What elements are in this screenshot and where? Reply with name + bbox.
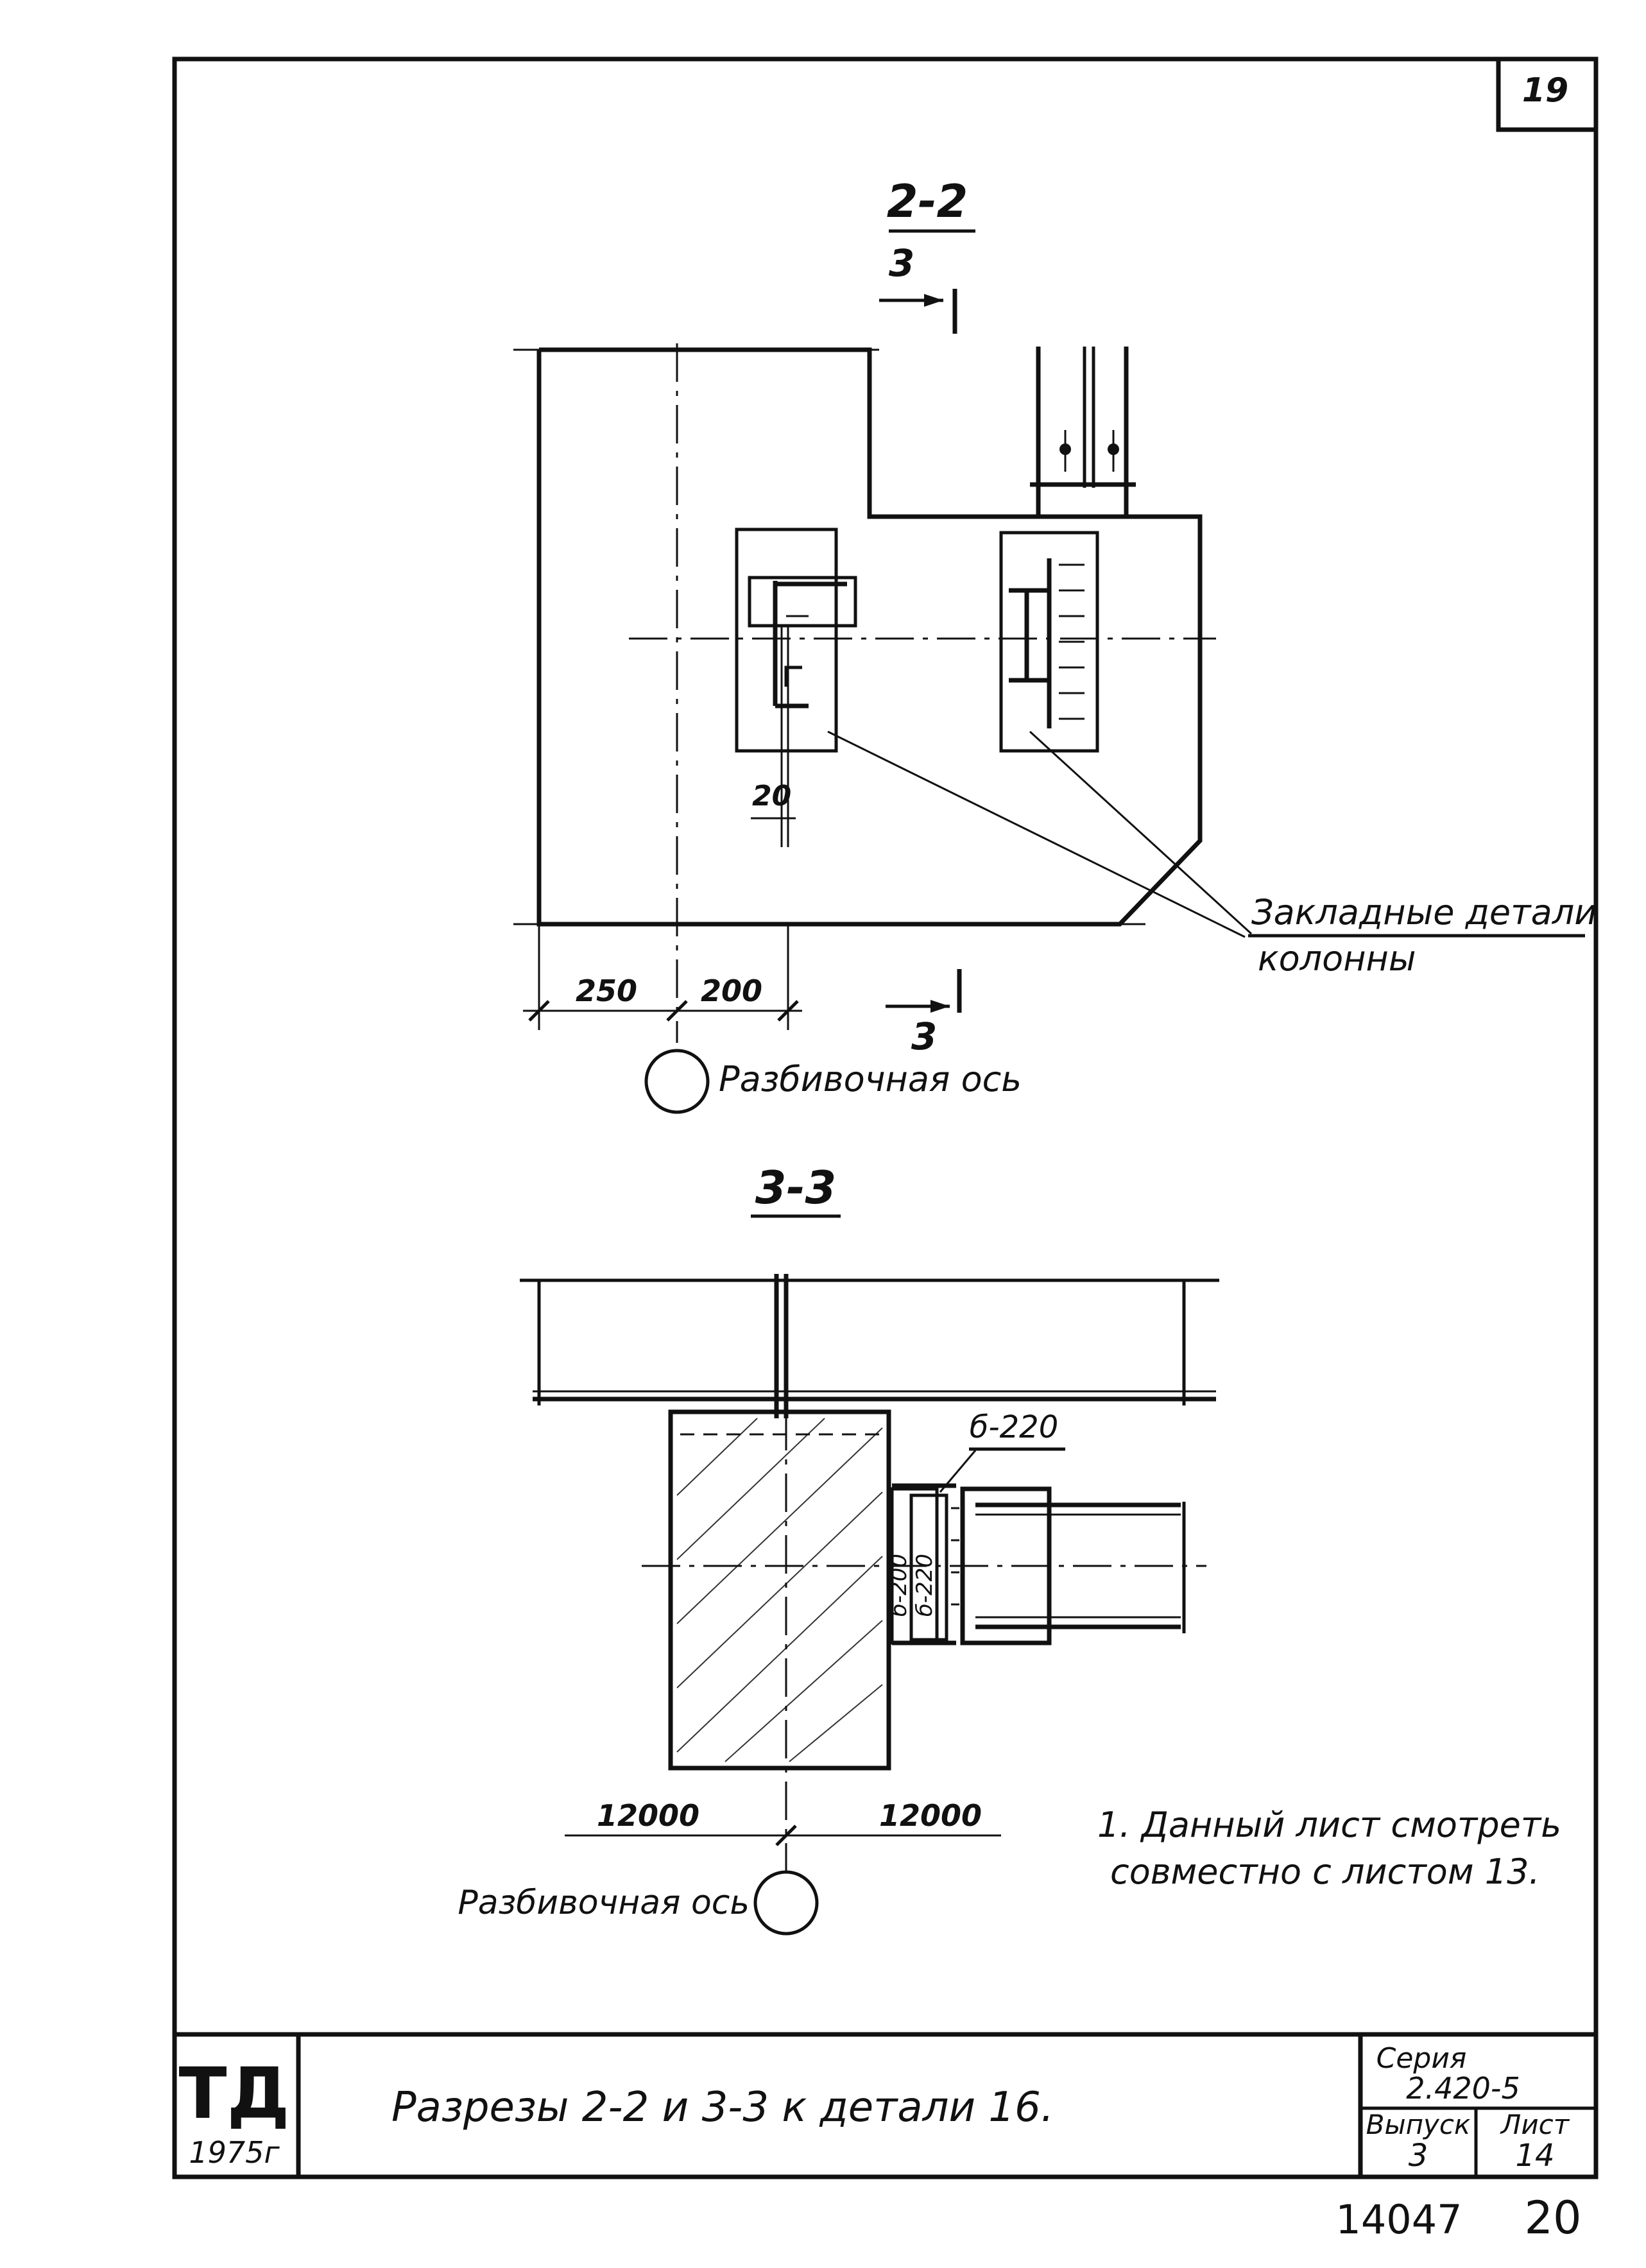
note-line-2: совместно с листом 13.: [1110, 1851, 1540, 1892]
dimension-250: 250: [576, 974, 637, 1008]
sheet-label: Лист: [1500, 2109, 1570, 2140]
dimension-200: 200: [701, 974, 762, 1008]
beam-column-top: [1030, 347, 1136, 517]
section-2-2: 2-2 3: [513, 175, 1597, 1114]
title-block: ТД 1975г Разрезы 2-2 и 3-3 к детали 16. …: [175, 2032, 1596, 2177]
axis-label-2-2: Разбивочная ось: [719, 1059, 1022, 1099]
embedded-part-left: [735, 528, 857, 847]
column-outline: [536, 347, 1203, 927]
embedded-plates-3-3: б-200 б-220: [886, 1483, 959, 1645]
dimension-12000-left: 12000: [597, 1798, 699, 1833]
footer-page-number: 20: [1524, 2192, 1581, 2244]
drawing-title: Разрезы 2-2 и 3-3 к детали 16.: [391, 2084, 1054, 2131]
issue-label: Выпуск: [1366, 2109, 1471, 2140]
plate-label-vertical-2: б-220: [912, 1554, 938, 1617]
series-value: 2.420-5: [1406, 2071, 1520, 2106]
plate-label-6-220: б-220: [970, 1409, 1059, 1445]
sheet-value: 14: [1515, 2138, 1554, 2174]
callout-embedded-parts-line2: колонны: [1258, 938, 1416, 979]
footer-archive-number: 14047: [1335, 2196, 1462, 2243]
axis-bubble-3-3: [753, 1870, 819, 1936]
section-2-2-title: 2-2: [887, 175, 968, 228]
section-3-3-title: 3-3: [755, 1162, 836, 1214]
issue-value: 3: [1409, 2138, 1428, 2174]
section-3-3: 3-3: [458, 1162, 1561, 1936]
floor-slab: [520, 1274, 1219, 1418]
dimension-20: 20: [752, 780, 791, 812]
axis-bubble-2-2: [644, 1049, 710, 1114]
axis-label-3-3: Разбивочная ось: [458, 1884, 750, 1922]
cut-mark-bottom-label: 3: [911, 1015, 937, 1058]
plate-label-vertical-1: б-200: [886, 1554, 912, 1617]
callout-embedded-parts-line1: Закладные детали: [1251, 892, 1597, 932]
corner-number: 19: [1522, 71, 1568, 110]
logo-td: ТД: [178, 2052, 289, 2135]
series-label: Серия: [1376, 2042, 1467, 2075]
cut-mark-top-label: 3: [889, 241, 914, 285]
beam-3-3: [960, 1486, 1186, 1645]
embedded-part-right: [999, 531, 1099, 753]
dimension-12000-right: 12000: [879, 1798, 982, 1833]
corner-number-box: 19: [1496, 59, 1596, 132]
sheet-frame: [172, 56, 1599, 2179]
column-section: [668, 1409, 891, 1771]
title-block-year: 1975г: [189, 2135, 280, 2170]
note-line-1: 1. Данный лист смотреть: [1097, 1805, 1561, 1845]
